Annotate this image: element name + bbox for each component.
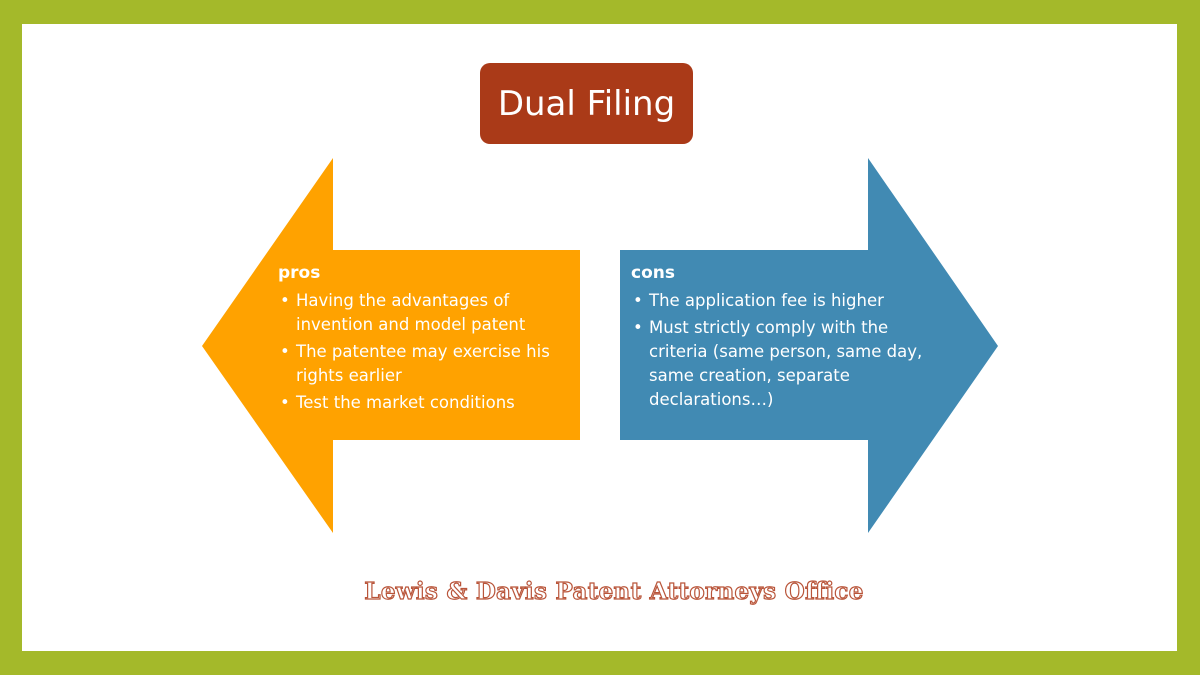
title-box: Dual Filing bbox=[480, 63, 693, 144]
cons-item-text: The application fee is higher bbox=[649, 291, 884, 310]
cons-item-text: Must strictly comply with the criteria (… bbox=[649, 318, 923, 409]
list-item: • Test the market conditions bbox=[278, 391, 578, 415]
bullet-icon: • bbox=[633, 291, 643, 310]
page-title: Dual Filing bbox=[497, 83, 676, 124]
pros-arrow bbox=[202, 158, 580, 533]
list-item: • Must strictly comply with the criteria… bbox=[631, 316, 931, 412]
cons-arrow bbox=[620, 158, 998, 533]
pros-heading: pros bbox=[278, 263, 321, 283]
bullet-icon: • bbox=[280, 291, 290, 310]
cons-list: • The application fee is higher • Must s… bbox=[631, 289, 931, 412]
footer-credit: Lewis & Davis Patent Attorneys Office bbox=[364, 577, 864, 605]
pros-panel: pros • Having the advantages of inventio… bbox=[278, 262, 578, 418]
bullet-icon: • bbox=[633, 318, 643, 337]
list-item: • Having the advantages of invention and… bbox=[278, 289, 578, 337]
bullet-icon: • bbox=[280, 342, 290, 361]
bullet-icon: • bbox=[280, 393, 290, 412]
pros-item-text: Test the market conditions bbox=[296, 393, 515, 412]
list-item: • The patentee may exercise his rights e… bbox=[278, 340, 578, 388]
pros-item-text: The patentee may exercise his rights ear… bbox=[296, 342, 550, 385]
pros-item-text: Having the advantages of invention and m… bbox=[296, 291, 526, 334]
list-item: • The application fee is higher bbox=[631, 289, 931, 313]
cons-panel: cons • The application fee is higher • M… bbox=[631, 262, 931, 415]
cons-heading: cons bbox=[631, 263, 675, 283]
pros-list: • Having the advantages of invention and… bbox=[278, 289, 578, 415]
